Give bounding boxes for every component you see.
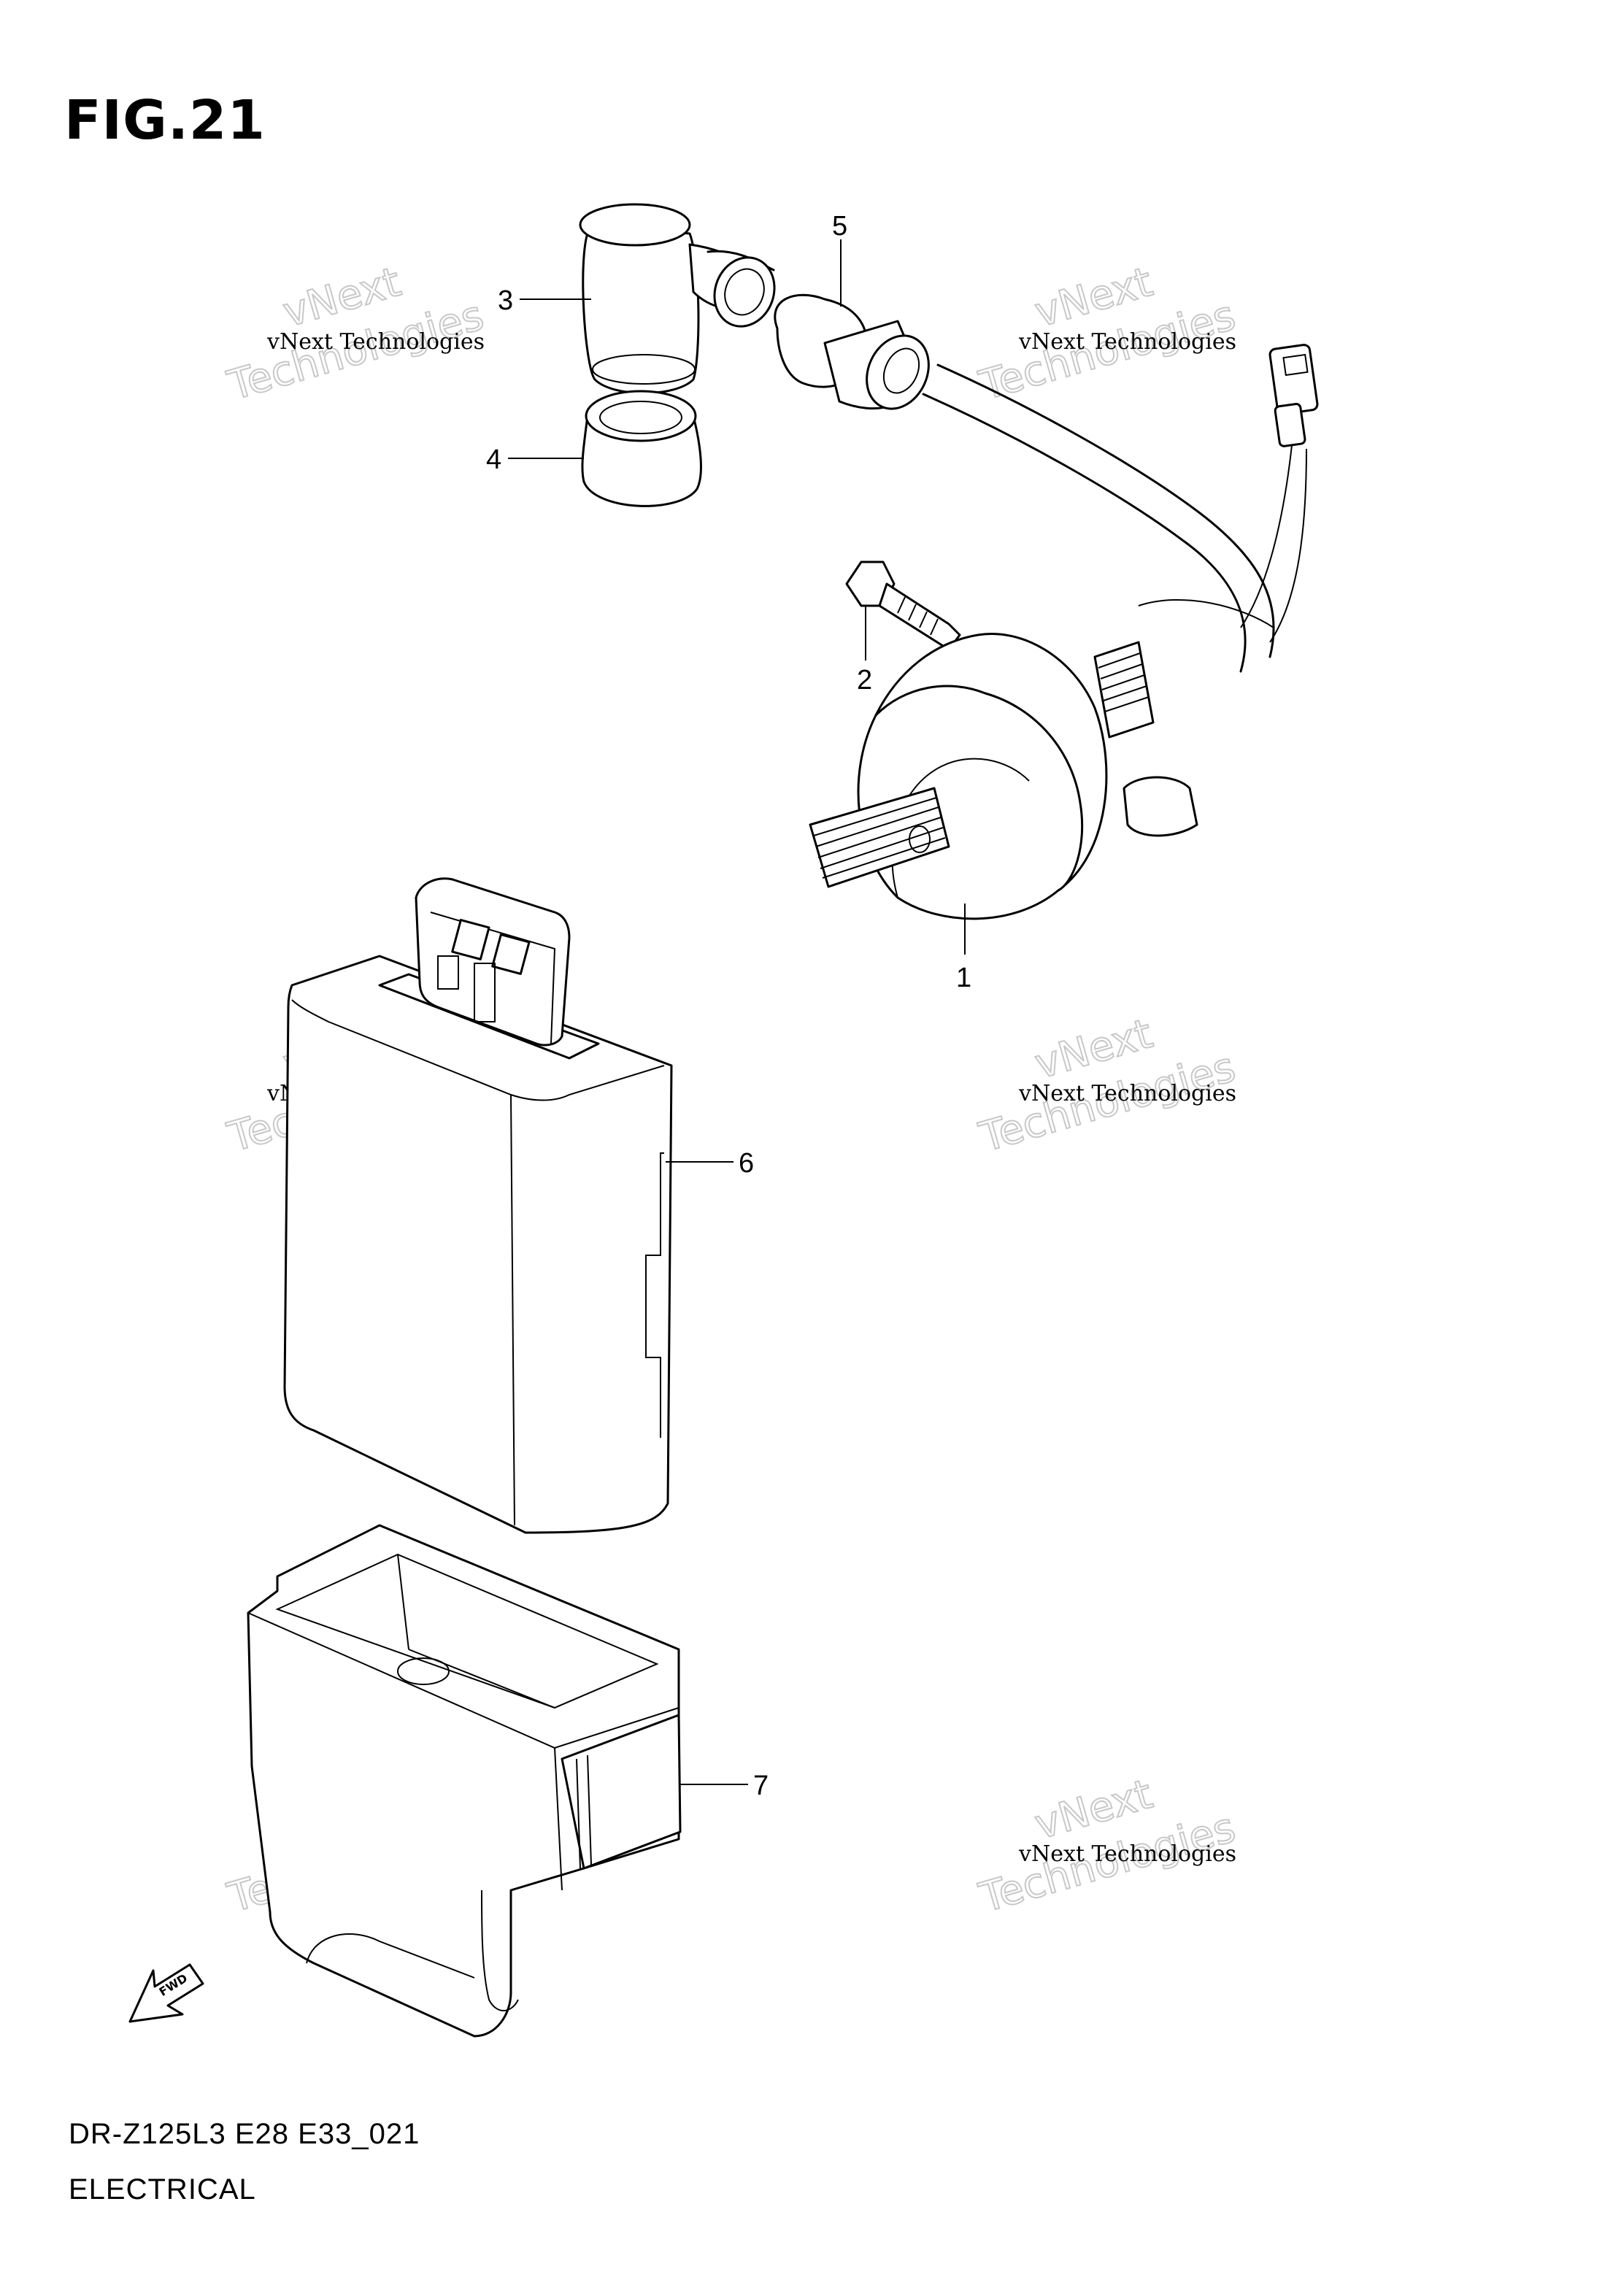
callout-3: 3 [498,285,591,316]
high-tension-wire-lower [922,393,1247,673]
watermark-small-6: vNext Technologies [1018,1841,1236,1867]
svg-text:4: 4 [486,444,501,475]
connector-icon [1268,344,1319,447]
cdi-unit-icon[interactable] [283,877,673,1534]
fwd-arrow-icon: FWD [128,1963,204,2023]
svg-text:2: 2 [857,665,872,696]
callout-7: 7 [680,1771,769,1801]
figure-code: DR-Z125L3 E28 E33_021 [69,2118,420,2150]
figure-title: FIG.21 [64,89,266,152]
watermark-1: vNext Technologies vNext Technologies [222,258,490,411]
lead-wire-b [1269,448,1307,643]
lead-wire-c [1138,598,1274,628]
callout-1: 1 [956,904,971,993]
seal-icon[interactable] [774,293,940,419]
svg-text:6: 6 [739,1148,754,1179]
watermark-small-2: vNext Technologies [1018,329,1236,355]
ignition-coil-icon[interactable] [809,633,1198,920]
watermark-small-4: vNext Technologies [1018,1081,1236,1106]
callout-6: 6 [666,1148,754,1179]
callout-5: 5 [832,211,847,307]
lead-wire-a [1240,444,1293,628]
callout-4: 4 [486,444,584,475]
plug-cap-icon[interactable] [579,203,784,395]
bolt-icon[interactable] [845,560,961,651]
callout-2: 2 [857,606,872,696]
watermark-2: vNext Technologies vNext Technologies [974,258,1241,411]
svg-text:3: 3 [498,285,513,316]
watermark-6: vNext Technologies vNext Technologies [974,1770,1241,1923]
watermark-small-1: vNext Technologies [266,329,485,355]
cap-cover-icon[interactable] [581,390,702,507]
svg-text:1: 1 [956,963,971,993]
high-tension-wire-upper [936,363,1275,658]
svg-text:5: 5 [832,211,847,242]
watermark-4: vNext Technologies vNext Technologies [974,1009,1241,1163]
section-title: ELECTRICAL [69,2173,256,2206]
cdi-case-icon[interactable] [247,1524,682,2038]
svg-text:7: 7 [753,1771,769,1801]
